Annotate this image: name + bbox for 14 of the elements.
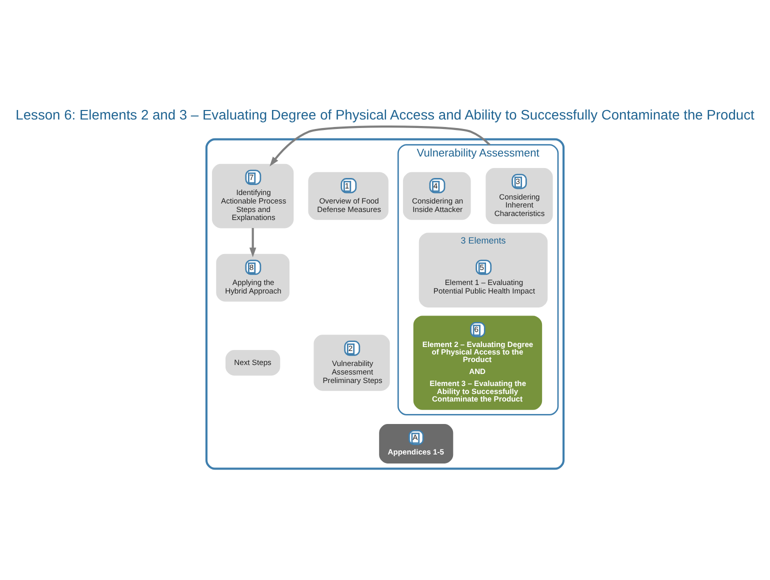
node-box: 3 Considering Inherent Characteristics bbox=[486, 168, 553, 224]
node-label: Element 1 – Evaluating Potential Public Health Impact bbox=[433, 278, 535, 296]
arrow bbox=[249, 228, 256, 258]
node-box: Next Steps bbox=[226, 350, 280, 376]
node-box: 6 Element 2 – Evaluating Degree of Physical Access to the Product AND Element 3 – Evaluating the Ability to Successfully Contaminate the Product bbox=[413, 316, 542, 410]
cluster bbox=[205, 138, 565, 470]
node-box: 1 Overview of Food Defense Measures bbox=[308, 172, 388, 220]
node-box: 7 Identifying Actionable Process Steps and Explanations bbox=[212, 164, 294, 228]
node-box: 4 Considering an Inside Attacker bbox=[403, 172, 471, 220]
arrow bbox=[270, 126, 490, 166]
node-box: 2 Vulnerability Assessment Preliminary Steps bbox=[314, 334, 390, 391]
node-box: A Appendices 1-5 bbox=[379, 424, 454, 464]
node-box: 8 Applying the Hybrid Approach bbox=[216, 254, 290, 302]
diagram-title: Lesson 6: Elements 2 and 3 – Evaluating Degree of Physical Access and Ability to Successfully Contaminate the Product bbox=[16, 106, 754, 123]
